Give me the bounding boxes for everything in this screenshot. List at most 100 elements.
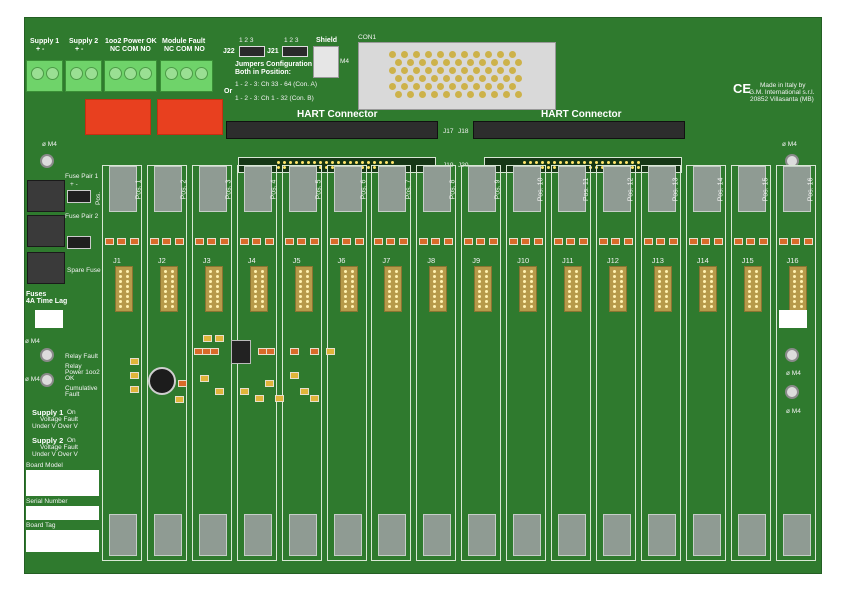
header-pin <box>568 285 571 288</box>
supply2-terminal-label: Supply 2 <box>69 38 99 45</box>
module-fault-relay <box>157 99 223 135</box>
header-pin <box>260 270 264 273</box>
slot-header-connector <box>519 266 538 312</box>
smd-component <box>290 348 299 355</box>
bus-pin <box>607 161 610 164</box>
header-pin <box>523 295 527 298</box>
slot-connector-label: J3 <box>202 256 211 265</box>
slot-connector-label: J16 <box>786 256 799 265</box>
header-pin <box>305 290 309 293</box>
header-pin <box>395 285 399 288</box>
slot-contact-bottom <box>153 514 182 556</box>
smd-component <box>266 348 275 355</box>
con1-pin <box>449 83 456 90</box>
header-pin <box>754 275 758 278</box>
header-pin <box>298 275 302 278</box>
bus-pin <box>289 161 292 164</box>
header-pin <box>664 290 668 293</box>
smd-resistor <box>251 238 261 245</box>
header-pin <box>799 305 803 308</box>
slot-connector-label: J2 <box>157 256 166 265</box>
header-pin <box>530 300 534 303</box>
header-pin <box>119 285 122 288</box>
supply1-voltage-fault: Voltage Fault <box>40 416 78 423</box>
header-pin <box>619 275 623 278</box>
header-pin <box>754 295 758 298</box>
fuse-holder-spare <box>27 252 65 284</box>
con1-pin <box>485 67 492 74</box>
header-pin <box>305 280 309 283</box>
header-pin <box>709 300 713 303</box>
header-pin <box>170 300 174 303</box>
smd-component <box>310 395 319 402</box>
header-pin <box>163 300 167 303</box>
slot-connector-label: J10 <box>517 256 530 265</box>
slot-contact-bottom <box>513 514 542 556</box>
header-pin <box>523 285 527 288</box>
header-pin <box>485 305 489 308</box>
header-pin <box>440 270 444 273</box>
bus-pin <box>613 161 616 164</box>
header-pin <box>702 285 706 288</box>
header-pin <box>350 305 354 308</box>
header-pin <box>657 290 661 293</box>
header-pin <box>170 280 174 283</box>
smd-resistor <box>803 238 813 245</box>
header-pin <box>754 280 758 283</box>
smd-resistor <box>713 238 723 245</box>
header-pin <box>612 295 616 298</box>
header-pin <box>799 285 803 288</box>
smd-component <box>175 396 184 403</box>
slot-position-label: Pos. 8 <box>449 179 457 200</box>
header-pin <box>119 290 122 293</box>
smd-resistor <box>374 238 384 245</box>
header-pin <box>702 270 706 273</box>
header-pin <box>440 285 444 288</box>
header-pin <box>619 295 623 298</box>
header-pin <box>215 275 219 278</box>
header-pin <box>298 295 302 298</box>
bus-pin <box>583 161 586 164</box>
header-pin <box>163 285 167 288</box>
bus-pin <box>637 166 640 169</box>
con1-pin <box>473 83 480 90</box>
header-pin <box>208 290 212 293</box>
header-pin <box>619 280 623 283</box>
header-pin <box>395 300 399 303</box>
supply1-on-label: On <box>67 409 76 416</box>
slot-connector-label: J11 <box>562 256 574 265</box>
bus-pin <box>595 161 598 164</box>
header-pin <box>664 305 668 308</box>
slot-contact-top <box>647 166 676 212</box>
header-pin <box>485 300 489 303</box>
j21-jumper <box>282 46 308 57</box>
header-pin <box>395 270 399 273</box>
slot-contact-bottom <box>243 514 272 556</box>
header-pin <box>253 295 257 298</box>
header-pin <box>568 295 571 298</box>
header-pin <box>253 270 257 273</box>
header-pin <box>208 270 212 273</box>
header-pin <box>388 300 392 303</box>
slot-position-label: Pos. 12 <box>627 177 635 202</box>
bus-pin <box>547 161 550 164</box>
con1-pin <box>389 67 396 74</box>
header-pin <box>523 300 527 303</box>
header-pin <box>485 295 489 298</box>
